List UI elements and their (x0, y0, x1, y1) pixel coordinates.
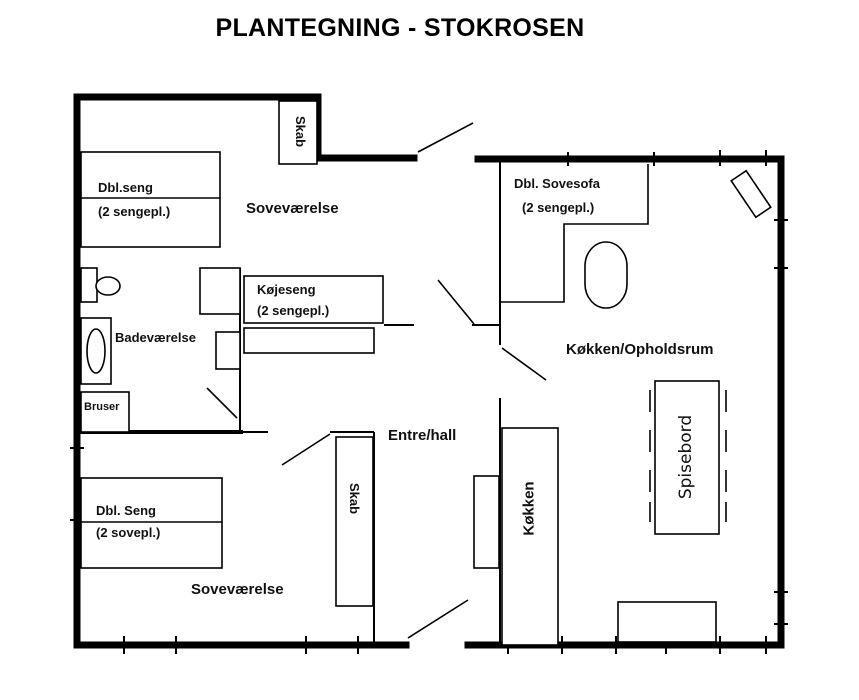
hall-shelf (473, 475, 500, 569)
shower (80, 391, 130, 433)
window-ticks (70, 150, 788, 654)
double-bed-top-capacity: (2 sengepl.) (98, 204, 171, 219)
double-bed-bottom-name: Dbl. Seng (96, 503, 156, 518)
room-label-bedroom-bottom: Soveværelse (191, 581, 284, 598)
bath-cabinet (199, 267, 241, 315)
room-label-entry: Entre/hall (388, 427, 457, 444)
toilet-bowl (95, 276, 121, 296)
sideboard (617, 601, 717, 643)
double-bed-bottom (80, 477, 223, 569)
dining-chairs (649, 390, 727, 522)
sofa-bed-capacity: (2 sengepl.) (522, 200, 595, 215)
double-bed-top (80, 151, 221, 248)
bunk-bed-name: Køjeseng (257, 282, 316, 297)
bunk-bed-lower (243, 327, 375, 354)
kitchen-counter (501, 427, 559, 646)
sink (215, 331, 241, 370)
double-bed-bottom-capacity: (2 sovepl.) (96, 525, 161, 540)
shower-label: Bruser (84, 401, 120, 413)
dining-table (654, 380, 720, 535)
double-bed-top-name: Dbl.seng (98, 180, 153, 195)
dining-table-label: Spisebord (676, 414, 697, 500)
sofa-bed (500, 164, 649, 303)
coffee-table (584, 241, 628, 309)
room-label-kitchen-living: Køkken/Opholdsrum (566, 341, 714, 358)
closet-top-label: Skab (293, 115, 309, 148)
closet-hall (335, 436, 374, 607)
closet-hall-label: Skab (347, 482, 363, 515)
tv-unit (730, 169, 772, 219)
closet-top (278, 100, 318, 165)
kitchen-counter-label: Køkken (520, 481, 538, 536)
bunk-bed-capacity: (2 sengepl.) (257, 303, 330, 318)
doors (206, 122, 547, 639)
room-label-bathroom: Badeværelse (115, 330, 196, 345)
room-label-bedroom-top: Soveværelse (246, 200, 339, 217)
sofa-bed-name: Dbl. Sovesofa (514, 176, 600, 191)
bunk-bed (243, 275, 384, 324)
toilet-tank (80, 267, 98, 303)
bathtub-basin (86, 328, 106, 374)
page-title: PLANTEGNING - STOKROSEN (215, 14, 585, 42)
